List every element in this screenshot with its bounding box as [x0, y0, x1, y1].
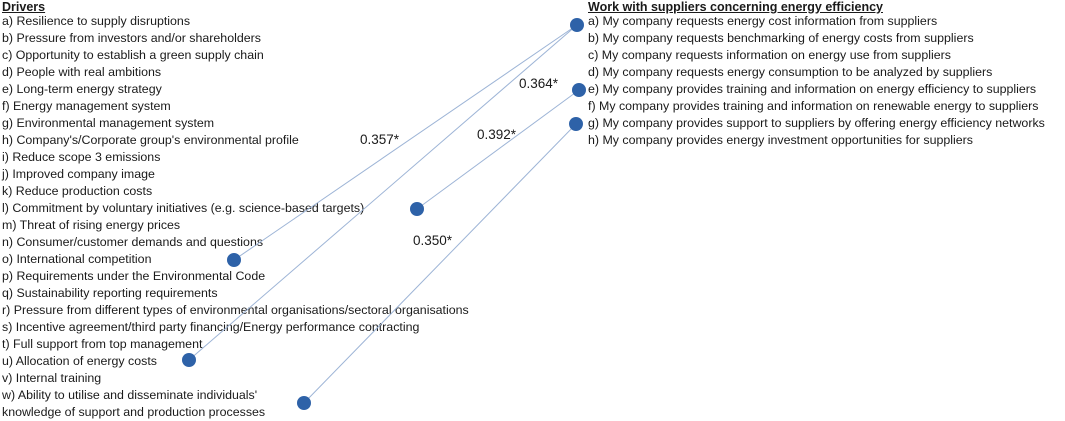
- driver-item: q) Sustainability reporting requirements: [2, 286, 218, 300]
- node-driver-u: [182, 353, 196, 367]
- correlation-label: 0.392*: [477, 127, 517, 142]
- driver-item: s) Incentive agreement/third party finan…: [2, 320, 420, 334]
- driver-item: c) Opportunity to establish a green supp…: [2, 48, 264, 62]
- node-work-a: [570, 18, 584, 32]
- node-work-e: [572, 83, 586, 97]
- node-driver-o: [227, 253, 241, 267]
- driver-item: t) Full support from top management: [2, 337, 203, 351]
- driver-item: p) Requirements under the Environmental …: [2, 269, 266, 283]
- driver-item: m) Threat of rising energy prices: [2, 218, 181, 232]
- link-line: [303, 123, 577, 404]
- link-line: [233, 24, 578, 261]
- node-driver-w: [297, 396, 311, 410]
- link-line: [416, 89, 580, 210]
- driver-item: a) Resilience to supply disruptions: [2, 14, 191, 28]
- driver-item: j) Improved company image: [2, 167, 155, 181]
- driver-item: d) People with real ambitions: [2, 65, 162, 79]
- driver-item: i) Reduce scope 3 emissions: [2, 150, 161, 164]
- driver-item: r) Pressure from different types of envi…: [2, 303, 469, 317]
- driver-item: l) Commitment by voluntary initiatives (…: [2, 201, 365, 215]
- work-item: h) My company provides energy investment…: [588, 133, 973, 147]
- work-item: c) My company requests information on en…: [588, 48, 951, 62]
- node-driver-l: [410, 202, 424, 216]
- driver-item: w) Ability to utilise and disseminate in…: [2, 388, 258, 402]
- driver-item: b) Pressure from investors and/or shareh…: [2, 31, 261, 45]
- driver-item: v) Internal training: [2, 371, 102, 385]
- correlation-label: 0.357*: [360, 132, 400, 147]
- driver-item: e) Long-term energy strategy: [2, 82, 162, 96]
- link-u-a: [182, 24, 578, 367]
- driver-item: n) Consumer/customer demands and questio…: [2, 235, 264, 249]
- node-work-g: [569, 117, 583, 131]
- driver-item: u) Allocation of energy costs: [2, 354, 157, 368]
- work-list: a) My company requests energy cost infor…: [588, 13, 1045, 149]
- link-w-g: [297, 123, 577, 410]
- drivers-list: a) Resilience to supply disruptions b) P…: [2, 13, 469, 421]
- work-item: g) My company provides support to suppli…: [588, 116, 1045, 130]
- link-l-e: [410, 89, 580, 216]
- work-item: d) My company requests energy consumptio…: [588, 65, 993, 79]
- work-item: a) My company requests energy cost infor…: [588, 14, 938, 28]
- driver-item: h) Company's/Corporate group's environme…: [2, 133, 299, 147]
- work-item: e) My company provides training and info…: [588, 82, 1037, 96]
- driver-item: f) Energy management system: [2, 99, 171, 113]
- work-heading: Work with suppliers concerning energy ef…: [588, 0, 883, 14]
- work-item: f) My company provides training and info…: [588, 99, 1039, 113]
- link-line: [188, 24, 578, 361]
- correlation-label: 0.364*: [519, 76, 559, 91]
- driver-item: k) Reduce production costs: [2, 184, 153, 198]
- drivers-heading: Drivers: [2, 0, 46, 14]
- driver-item: o) International competition: [2, 252, 152, 266]
- work-item: b) My company requests benchmarking of e…: [588, 31, 974, 45]
- correlation-label: 0.350*: [413, 233, 453, 248]
- link-o-a: [227, 24, 578, 267]
- driver-item: g) Environmental management system: [2, 116, 215, 130]
